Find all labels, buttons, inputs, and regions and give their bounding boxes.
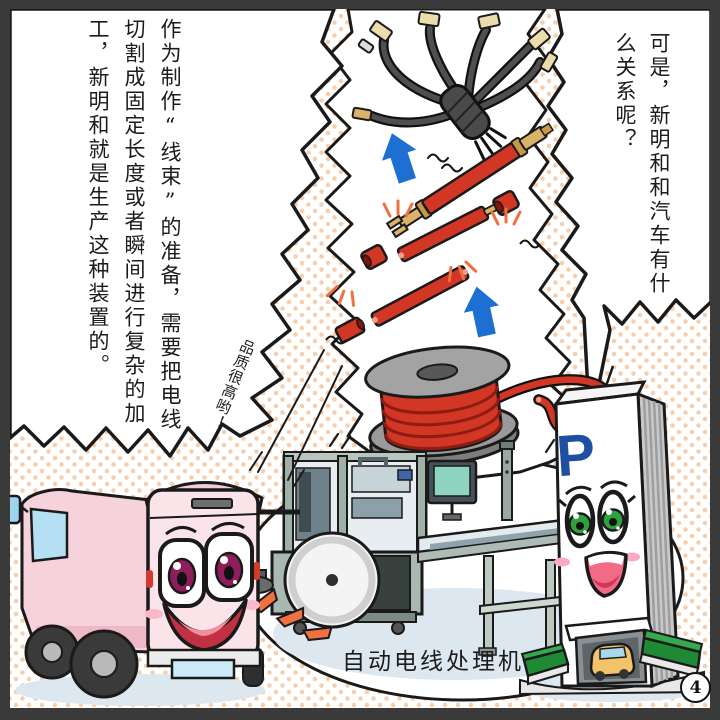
narration-bubble-text: 作为制作“线束”的准备，需要把电线 切割成固定长度或者瞬间进行复杂的加 工，新明…: [52, 18, 188, 470]
machine-caption: 自动电线处理机: [342, 649, 524, 675]
wire-harness-illustration: [351, 10, 559, 173]
question-bubble-text: 可是，新明和和汽车有什 么关系呢？: [598, 32, 676, 314]
page-number: 4: [689, 677, 702, 698]
up-arrow-icon-2: [463, 286, 499, 338]
up-arrow-icon: [381, 133, 417, 184]
truck-character: [4, 481, 265, 706]
question-bubble: [546, 7, 713, 430]
red-wire-leads: [325, 122, 555, 345]
question-column: 么关系呢？: [613, 32, 637, 152]
narration-column: 切割成固定长度或者瞬间进行复杂的加: [122, 18, 146, 426]
question-column: 可是，新明和和汽车有什: [647, 32, 671, 296]
narration-column: 作为制作“线束”的准备，需要把电线: [158, 18, 182, 432]
building-character: P: [518, 365, 706, 702]
narration-column: 工，新明和就是生产这种装置的。: [86, 18, 110, 378]
emphasis-marks: [250, 587, 333, 642]
page-number-badge: 4: [680, 672, 711, 703]
parking-sign: P: [554, 422, 597, 490]
shout-speed-lines: [249, 349, 343, 487]
narration-bubble: [8, 7, 344, 458]
